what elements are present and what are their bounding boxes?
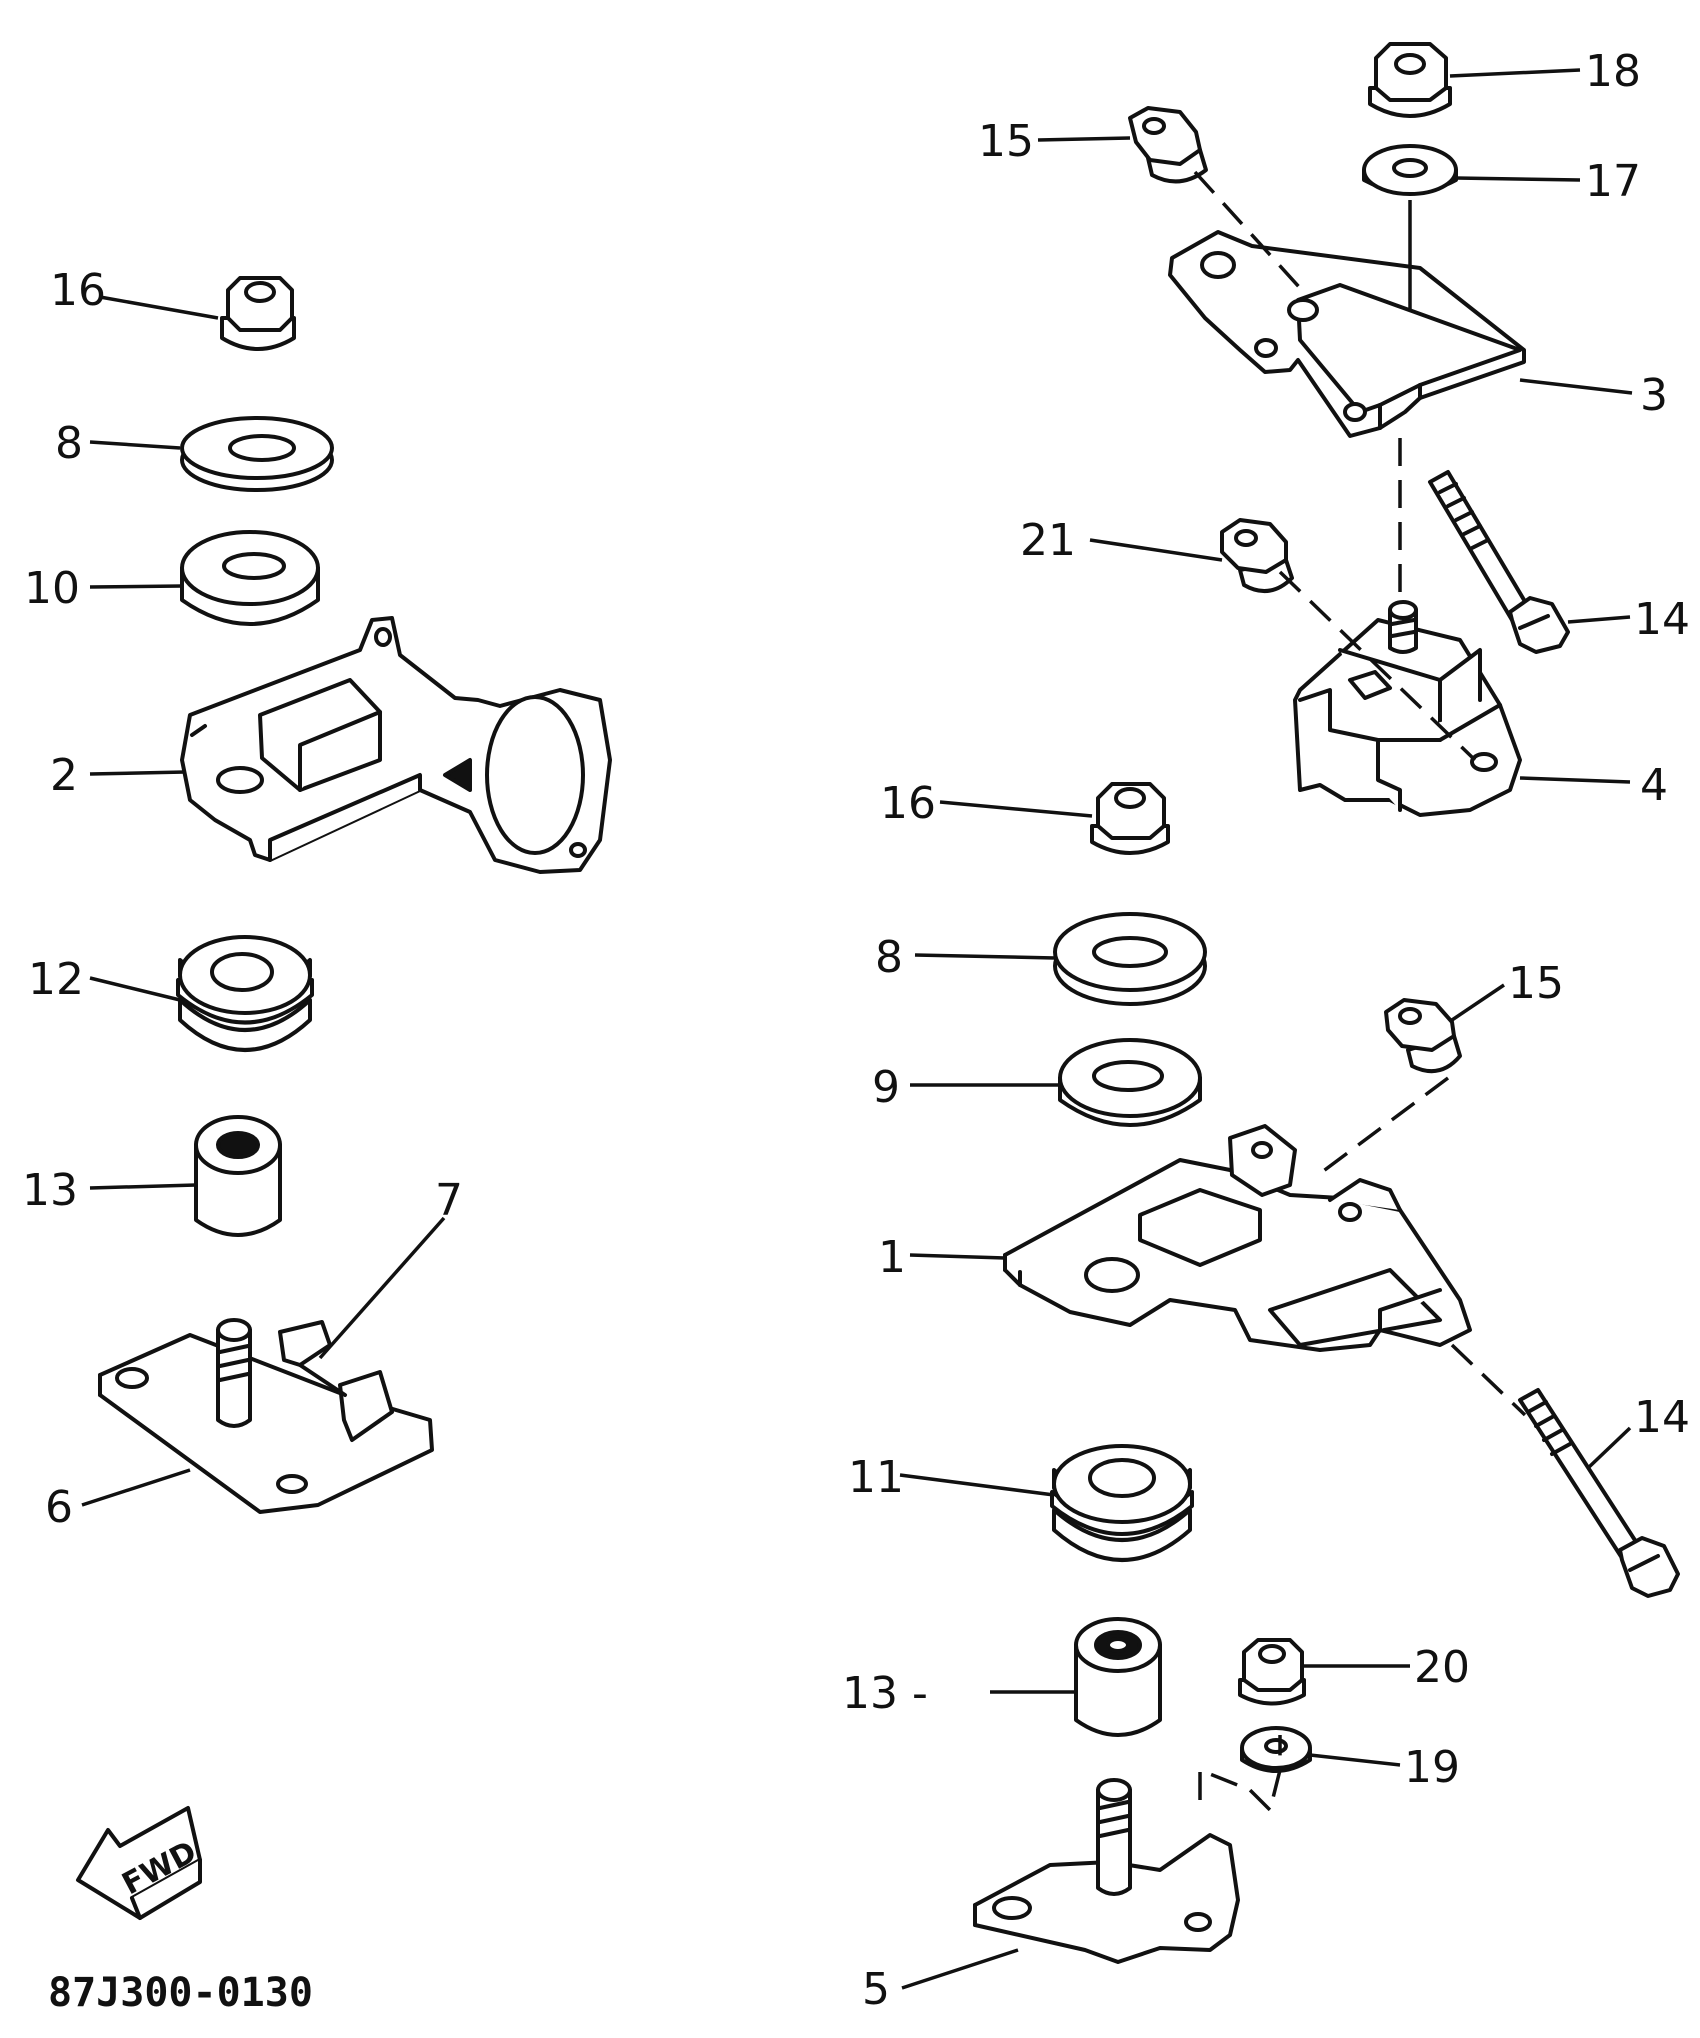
label-16-right: 16 <box>880 778 936 829</box>
part-15-nut-right <box>1384 998 1462 1074</box>
label-10: 10 <box>24 563 80 614</box>
forward-arrow-icon: FWD <box>76 1806 202 1920</box>
label-17: 17 <box>1585 156 1641 207</box>
part-8-washer-left <box>180 416 334 492</box>
label-8-left: 8 <box>55 418 83 469</box>
label-21: 21 <box>1020 515 1076 566</box>
part-1-lower-bracket <box>1003 1124 1472 1352</box>
part-14-bolt-lower <box>1518 1388 1680 1598</box>
part-6-base-plate <box>98 1318 434 1514</box>
part-9-damper-washer <box>1058 1038 1202 1127</box>
part-8-washer-right <box>1053 912 1207 1006</box>
part-11-grommet-right <box>1050 1444 1194 1562</box>
part-17-washer <box>1362 144 1458 196</box>
part-21-nut <box>1220 518 1294 594</box>
part-20-nut <box>1238 1638 1306 1706</box>
part-14-bolt-upper <box>1428 470 1570 654</box>
part-16-nut-left <box>220 276 296 351</box>
label-8-right: 8 <box>875 932 903 983</box>
part-5-base-plate <box>973 1778 1240 1964</box>
part-16-nut-right <box>1090 782 1170 855</box>
label-12: 12 <box>28 954 84 1005</box>
label-19: 19 <box>1404 1742 1460 1793</box>
leader-lines <box>81 68 1633 1990</box>
label-20: 20 <box>1414 1642 1470 1693</box>
part-18-flange-nut <box>1368 42 1452 118</box>
label-6: 6 <box>45 1482 73 1533</box>
part-number-labels: 16 8 10 2 12 13 7 6 18 15 17 3 21 14 4 1… <box>22 46 1690 2015</box>
label-1: 1 <box>878 1232 906 1283</box>
label-18: 18 <box>1585 46 1641 97</box>
label-13-left: 13 <box>22 1165 78 1216</box>
catalog-code: 87J300-0130 <box>48 1970 313 2016</box>
label-3: 3 <box>1640 370 1668 421</box>
label-13-right: 13 - <box>842 1668 928 1719</box>
part-3-upper-bracket <box>1168 230 1526 438</box>
label-15-top: 15 <box>978 116 1034 167</box>
part-2-mount-bracket <box>180 616 612 874</box>
label-7: 7 <box>435 1175 463 1226</box>
label-2: 2 <box>50 750 78 801</box>
label-4: 4 <box>1640 760 1668 811</box>
label-14-upper: 14 <box>1634 594 1690 645</box>
label-16-left: 16 <box>50 265 106 316</box>
part-4-engine-mount <box>1293 600 1522 817</box>
label-9: 9 <box>872 1062 900 1113</box>
label-14-lower: 14 <box>1634 1392 1690 1443</box>
assembly-center-lines <box>1193 170 1527 1814</box>
part-13-collar-left <box>194 1115 282 1237</box>
part-19-washer <box>1240 1726 1312 1773</box>
part-13-collar-right <box>1074 1617 1162 1737</box>
label-5: 5 <box>862 1964 890 2015</box>
label-15-right: 15 <box>1508 958 1564 1009</box>
part-15-nut-top <box>1128 106 1208 184</box>
label-11: 11 <box>848 1452 904 1503</box>
part-12-grommet-left <box>176 935 314 1052</box>
part-10-damper-washer <box>180 530 320 626</box>
